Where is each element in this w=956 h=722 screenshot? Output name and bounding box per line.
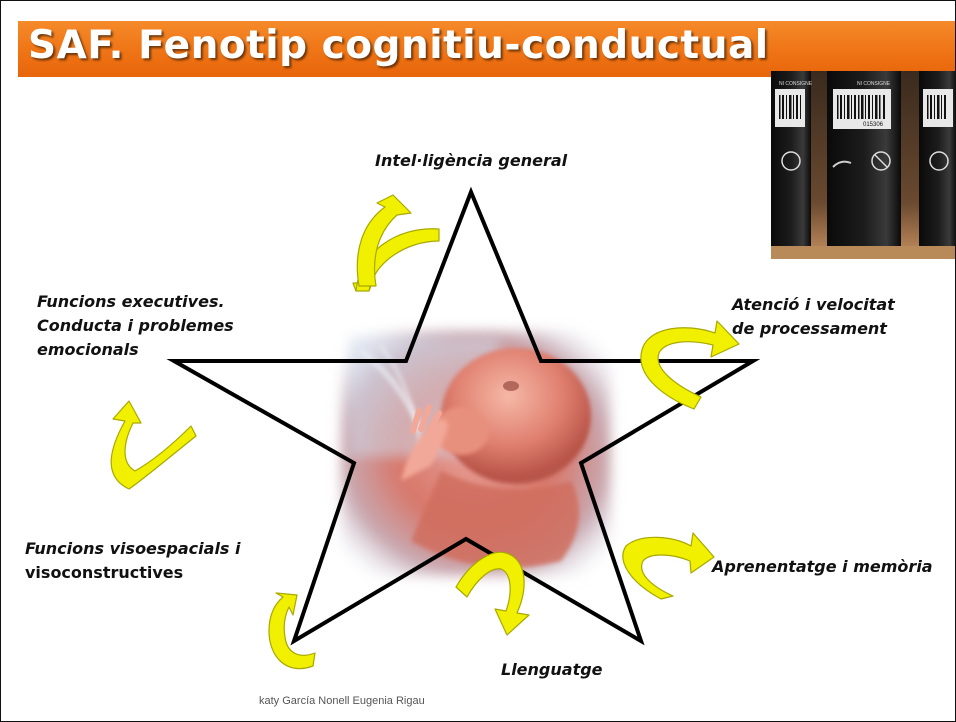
label-visuospatial: Funcions visoespacials i visoconstructiv… [25, 537, 241, 585]
curved-arrow-icon [641, 321, 739, 409]
curved-arrow-icon [111, 401, 196, 489]
footer-authors: katy García Nonell Eugenia Rigau [259, 695, 425, 707]
curved-arrow-icon [623, 533, 714, 599]
label-learning-memory: Aprenentatge i memòria [712, 555, 933, 579]
fetus-photo [341, 331, 611, 576]
label-intelligence: Intel·ligència general [375, 149, 567, 173]
label-executive-functions: Funcions executives. Conducta i probleme… [37, 290, 234, 362]
label-language: Llenguatge [501, 658, 603, 682]
label-attention: Atenció i velocitat de processament [732, 293, 895, 341]
